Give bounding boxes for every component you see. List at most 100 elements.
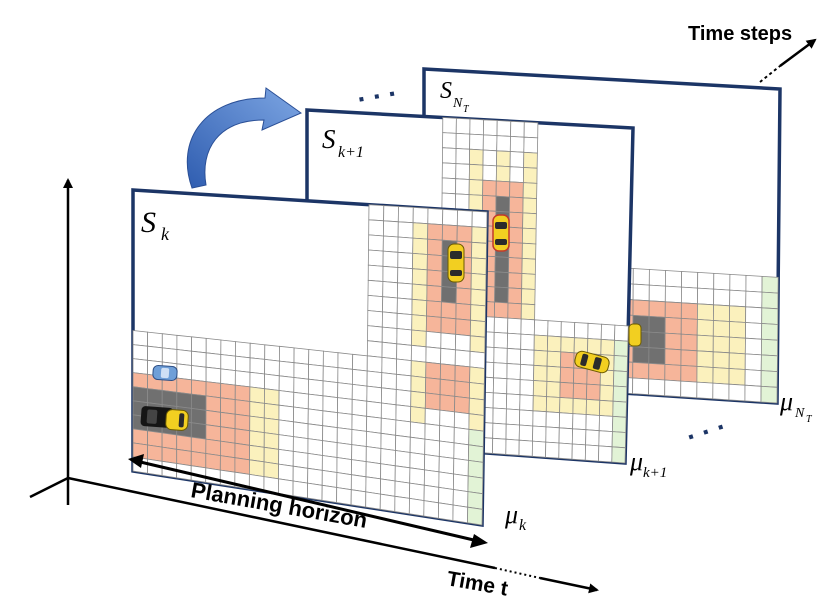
grid-cell bbox=[728, 321, 747, 339]
svg-text:k: k bbox=[519, 517, 527, 534]
svg-text:k: k bbox=[161, 224, 170, 244]
grid-cell bbox=[412, 206, 429, 225]
grid-cell bbox=[469, 319, 486, 338]
grid-cell bbox=[455, 287, 472, 306]
grid-cell bbox=[506, 347, 522, 365]
grid-cell bbox=[573, 367, 588, 385]
grid-cell bbox=[523, 151, 538, 169]
black-car-icon bbox=[140, 406, 174, 428]
frame-n-t-grid bbox=[616, 267, 779, 404]
grid-cell bbox=[481, 194, 497, 212]
grid-cell bbox=[469, 148, 484, 166]
grid-cell bbox=[161, 347, 178, 365]
grid-cell bbox=[532, 410, 547, 428]
grid-cell bbox=[367, 294, 384, 313]
grid-cell bbox=[469, 335, 486, 354]
grid-cell bbox=[425, 346, 442, 365]
grid-cell bbox=[292, 465, 309, 484]
grid-cell bbox=[397, 236, 414, 254]
grid-cell bbox=[441, 177, 457, 195]
grid-cell bbox=[572, 397, 587, 415]
grid-cell bbox=[520, 333, 535, 351]
yellow-car-icon bbox=[492, 214, 510, 252]
svg-text:S: S bbox=[322, 124, 336, 154]
grid-cell bbox=[366, 415, 382, 434]
grid-cell bbox=[234, 442, 251, 461]
state-label-n-t: S N T bbox=[440, 78, 470, 115]
grid-cell bbox=[249, 342, 266, 360]
grid-cell bbox=[505, 423, 520, 441]
grid-cell bbox=[712, 367, 730, 385]
grid-cell bbox=[132, 386, 149, 404]
grid-cell bbox=[454, 349, 471, 368]
grid-cell bbox=[441, 162, 457, 180]
grid-cell bbox=[713, 272, 731, 291]
grid-cell bbox=[412, 252, 428, 271]
grid-cell bbox=[508, 241, 523, 259]
grid-cell bbox=[468, 413, 485, 432]
svg-text:T: T bbox=[806, 414, 813, 425]
grid-cell bbox=[365, 446, 382, 465]
grid-cell bbox=[611, 431, 627, 449]
grid-cell bbox=[191, 365, 207, 383]
grid-cell bbox=[438, 471, 455, 490]
grid-cell bbox=[367, 264, 384, 282]
grid-cell bbox=[440, 332, 457, 351]
grid-cell bbox=[469, 133, 484, 151]
grid-cell bbox=[440, 301, 457, 320]
grid-cell bbox=[547, 320, 562, 338]
grid-cell bbox=[611, 446, 626, 464]
grid-cell bbox=[190, 379, 207, 397]
grid-cell bbox=[584, 444, 600, 462]
grid-cell bbox=[455, 178, 470, 196]
grid-cell bbox=[367, 249, 384, 267]
grid-cell bbox=[612, 400, 627, 418]
grid-cell bbox=[409, 467, 425, 486]
grid-cell bbox=[492, 437, 507, 455]
grid-cell bbox=[205, 409, 222, 428]
grid-cell bbox=[380, 448, 396, 467]
grid-cell bbox=[664, 301, 682, 319]
grid-cell bbox=[745, 322, 763, 340]
grid-cell bbox=[409, 452, 426, 471]
grid-cell bbox=[520, 303, 536, 321]
grid-cell bbox=[456, 225, 473, 243]
grid-cell bbox=[382, 220, 399, 238]
grid-cell bbox=[664, 332, 682, 351]
grid-cell bbox=[367, 310, 383, 328]
grid-cell bbox=[351, 444, 367, 463]
grid-cell bbox=[493, 316, 509, 334]
mu-label-k: μ k bbox=[504, 500, 527, 534]
grid-cell bbox=[366, 400, 382, 419]
grid-cell bbox=[521, 257, 537, 275]
grid-cell bbox=[351, 413, 368, 432]
svg-text:k+1: k+1 bbox=[643, 465, 667, 481]
axes bbox=[29, 178, 599, 594]
grid-cell bbox=[532, 380, 548, 398]
svg-text:μ: μ bbox=[504, 500, 518, 529]
grid-cell bbox=[696, 350, 714, 368]
grid-cell bbox=[471, 210, 488, 229]
grid-cell bbox=[293, 377, 309, 395]
grid-cell bbox=[533, 319, 549, 337]
time-steps-arrow bbox=[759, 38, 817, 83]
grid-cell bbox=[408, 497, 425, 517]
grid-cell bbox=[586, 383, 601, 401]
grid-cell bbox=[234, 341, 251, 359]
frame-k-grid bbox=[132, 204, 488, 526]
grid-cell bbox=[533, 334, 549, 352]
grid-cell bbox=[612, 385, 628, 403]
bottom-ellipsis: . . . bbox=[680, 404, 727, 446]
grid-cell bbox=[248, 459, 265, 478]
grid-cell bbox=[598, 415, 614, 433]
grid-cell bbox=[559, 397, 574, 415]
grid-cell bbox=[664, 363, 682, 382]
grid-cell bbox=[440, 286, 457, 304]
grid-cell bbox=[395, 373, 412, 392]
grid-cell bbox=[278, 375, 295, 393]
grid-cell bbox=[380, 387, 397, 406]
grid-cell bbox=[321, 440, 338, 458]
grid-cell bbox=[293, 391, 309, 410]
grid-cell bbox=[495, 165, 511, 183]
